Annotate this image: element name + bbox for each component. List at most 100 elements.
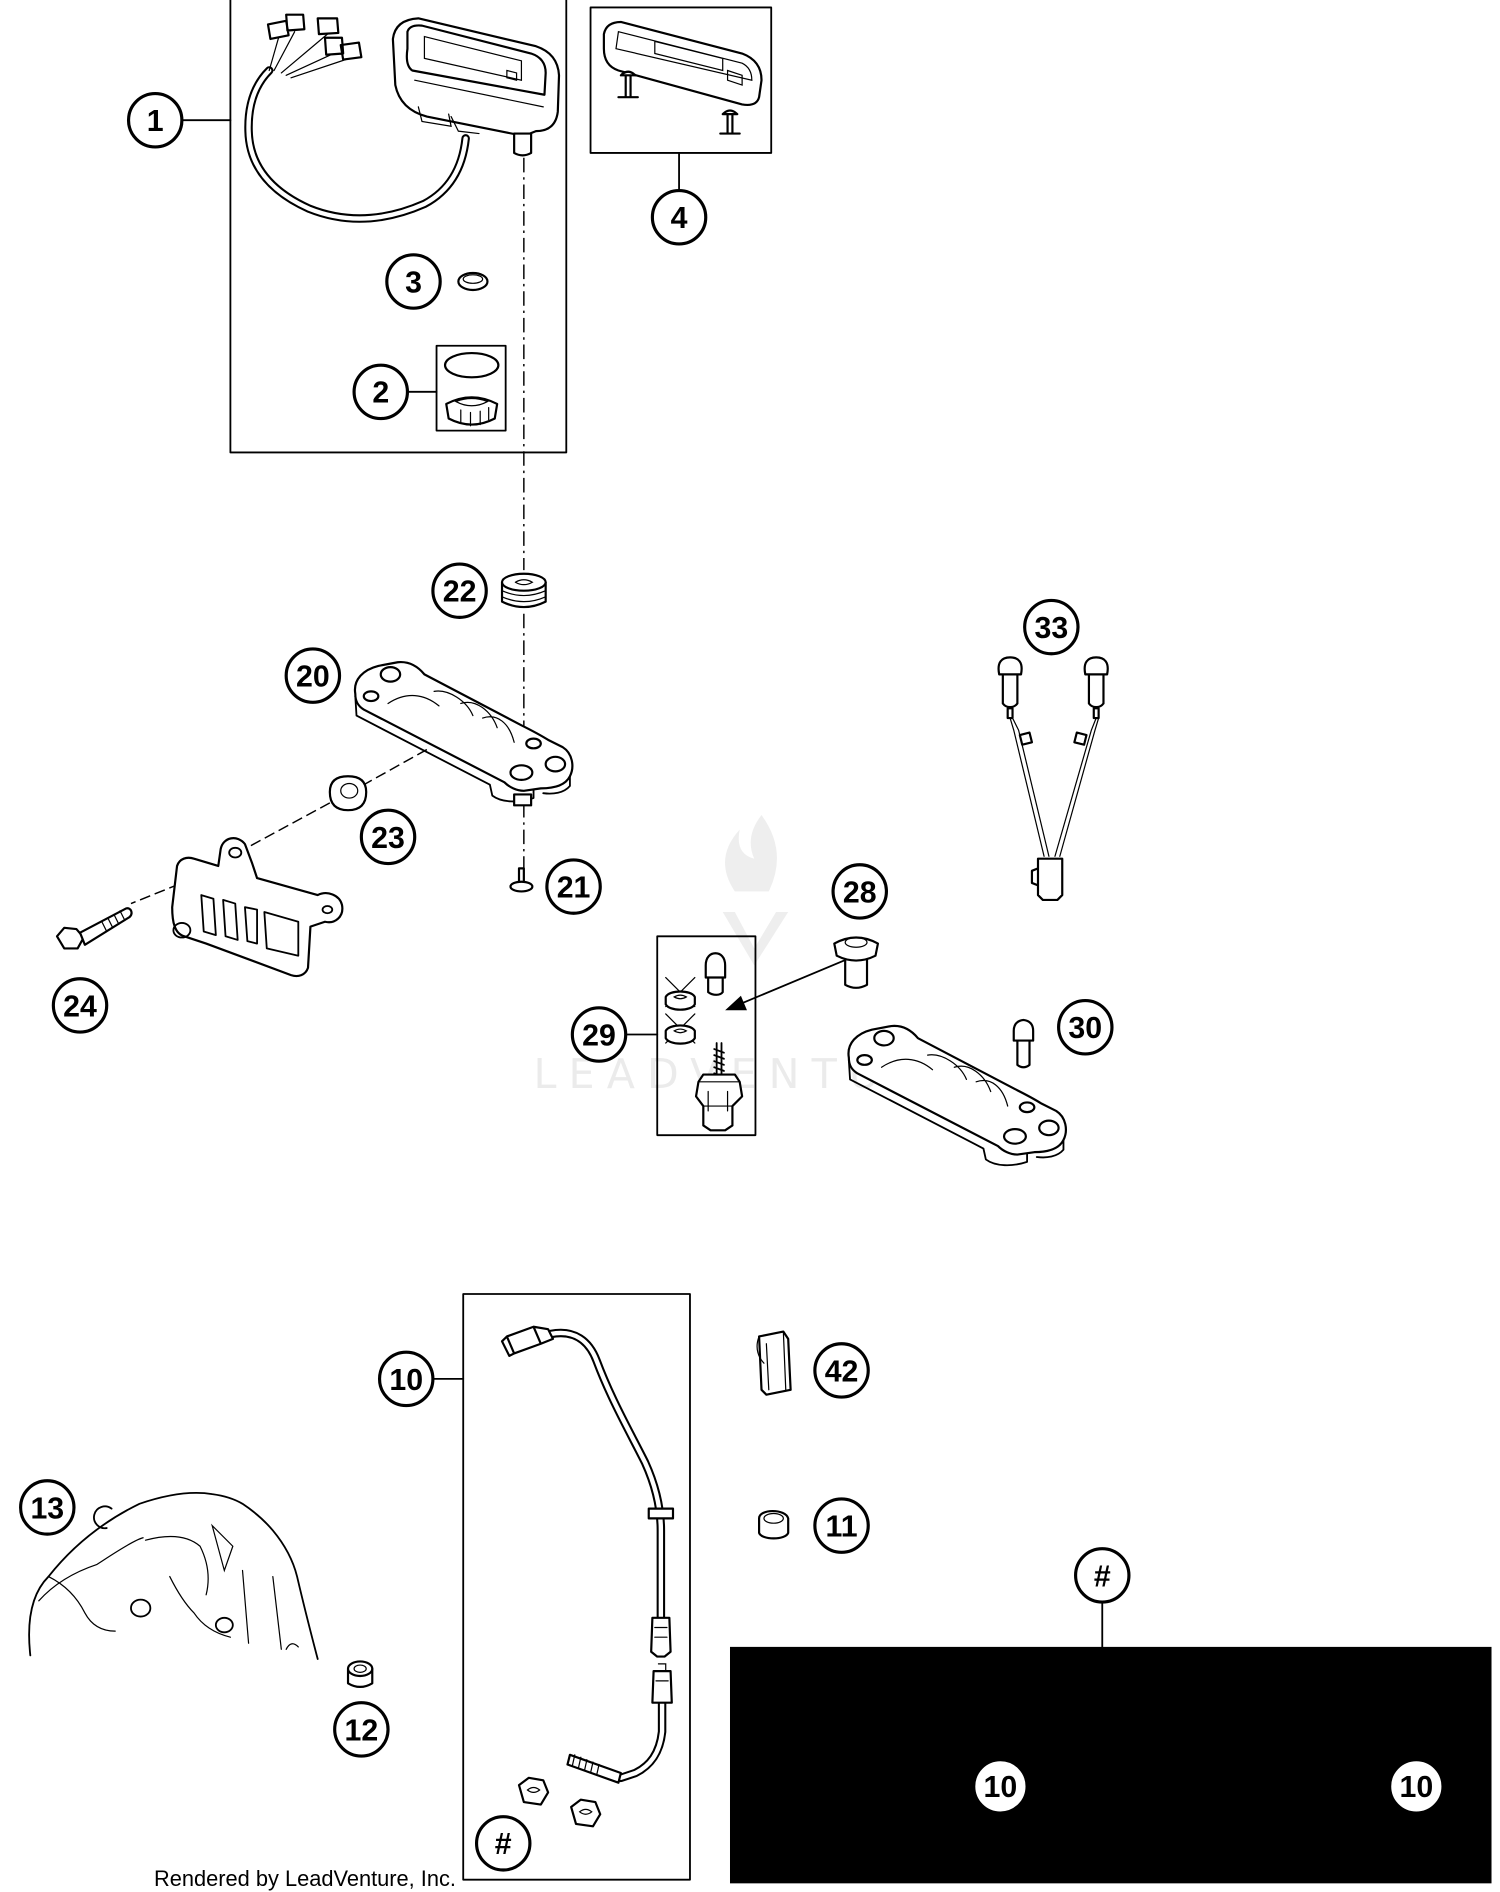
clamp-11-part [758,1509,790,1540]
sensor-threaded-rod [566,1753,622,1784]
callout-label: 3 [405,266,422,299]
group-box-29-frame [656,935,757,1137]
pin-30-part [1012,1018,1035,1069]
group-box-10 [431,1293,691,1881]
speedometer-cover-part [602,20,763,106]
callout-circle [1074,1547,1131,1604]
callout-1: 1 [126,91,184,149]
housing-inner-features [38,1523,299,1650]
bolt-24-head [55,926,85,950]
callout-circle [831,863,888,920]
o-ring-part [443,351,500,379]
bolt-24-shank [78,907,133,946]
screw-21-head [509,880,534,893]
callout-circle [813,1342,870,1399]
group-box-4-frame [589,6,773,154]
grommet-22-part [500,572,547,609]
washer-outer [457,271,489,292]
bracket-lower-holes [856,1029,1060,1145]
bushing-28-part [833,936,880,989]
washer-part [457,271,489,292]
callout-circle [377,1350,435,1408]
bracket-lower-body [847,1024,1067,1156]
mounting-plate-slots [200,894,300,957]
callout-label: # [1094,1560,1111,1593]
callout-label: 10 [1399,1771,1433,1804]
callout-24: 24 [51,977,109,1034]
sensor-cable-band [647,1507,675,1520]
callout-circle [284,647,342,704]
circlip-13-part [93,1505,113,1530]
callout-label: # [495,1828,512,1861]
bracket-lower-side [847,1059,1065,1167]
pin-30-body [1016,1039,1031,1069]
harness-connectors [266,13,363,61]
group-box-1-frame [229,0,568,454]
box-29-pin [704,952,727,996]
collar-12-hole [353,1664,367,1673]
bracket-20-holes [362,666,567,781]
cap-nut-part [445,396,499,426]
bracket-20-body [353,661,574,792]
callout-23: 23 [359,808,417,866]
bulb-wiring-connector [1030,857,1064,902]
callout-circle [431,562,488,619]
speedometer-stem [513,132,533,157]
sensor-top-connector [500,1325,555,1357]
sensor-cable-inner [548,1330,665,1781]
callout-circle [570,1006,628,1063]
callout-circle [359,808,417,866]
callout-label: 10 [389,1364,423,1397]
callout-label: 33 [1034,612,1068,645]
callout-28: 28 [831,863,888,920]
render-credit: Rendered by LeadVenture, Inc. [154,1866,456,1891]
legend-callout-10-left: 10 [972,1758,1029,1815]
grommet-23-part [328,775,368,812]
bulb-wires [1009,717,1100,857]
bulb-wire-bands [1018,731,1088,746]
callout-circle [1388,1758,1445,1815]
callout-11: 11 [813,1497,870,1554]
mounting-plate [171,837,344,978]
box-29-washer-holes [673,994,688,1034]
callout-4: 4 [650,188,708,246]
sensor-mid-connectors [650,1616,673,1704]
callout-circle [545,858,602,915]
reference-arrow-shaft [738,959,845,1006]
box-29-washers [664,990,696,1045]
callout-circle [1023,598,1080,656]
group-box-10-frame [462,1293,691,1881]
callout-label: 28 [843,876,877,909]
callout-10: 10 [377,1350,435,1408]
box-29-base-details [697,1081,741,1112]
group-box-4 [589,6,773,192]
box-29-base-nut [694,1073,744,1132]
callout-circle [51,977,109,1034]
callout-label: 42 [825,1355,859,1388]
group-box-2-frame [435,344,507,432]
group-box-2 [406,344,507,432]
housing-outline [28,1491,319,1660]
grommet-23-body [328,775,368,812]
bushing-28-flange [833,936,880,962]
callout-13: 13 [19,1479,76,1536]
reference-arrow [725,959,845,1011]
callout-21: 21 [545,858,602,915]
harness-wires [268,31,350,79]
grommet-22-rings [501,579,547,603]
washer-inner [462,274,484,284]
screw-21-part [509,867,534,893]
callout-2: 2 [352,363,410,421]
callout-33: 33 [1023,598,1080,656]
bulb-wiring-33 [997,656,1109,902]
hash-legend-box [729,1601,1492,1884]
callout-label: 24 [63,990,97,1023]
box-29-stud [713,1042,725,1081]
speedometer-unit [391,17,561,157]
callout-label: 12 [345,1714,379,1747]
callout-label: 13 [30,1492,64,1525]
callout-hash-legend: # [1074,1547,1131,1604]
callout-29: 29 [570,1006,628,1063]
callout-3: 3 [385,253,442,310]
